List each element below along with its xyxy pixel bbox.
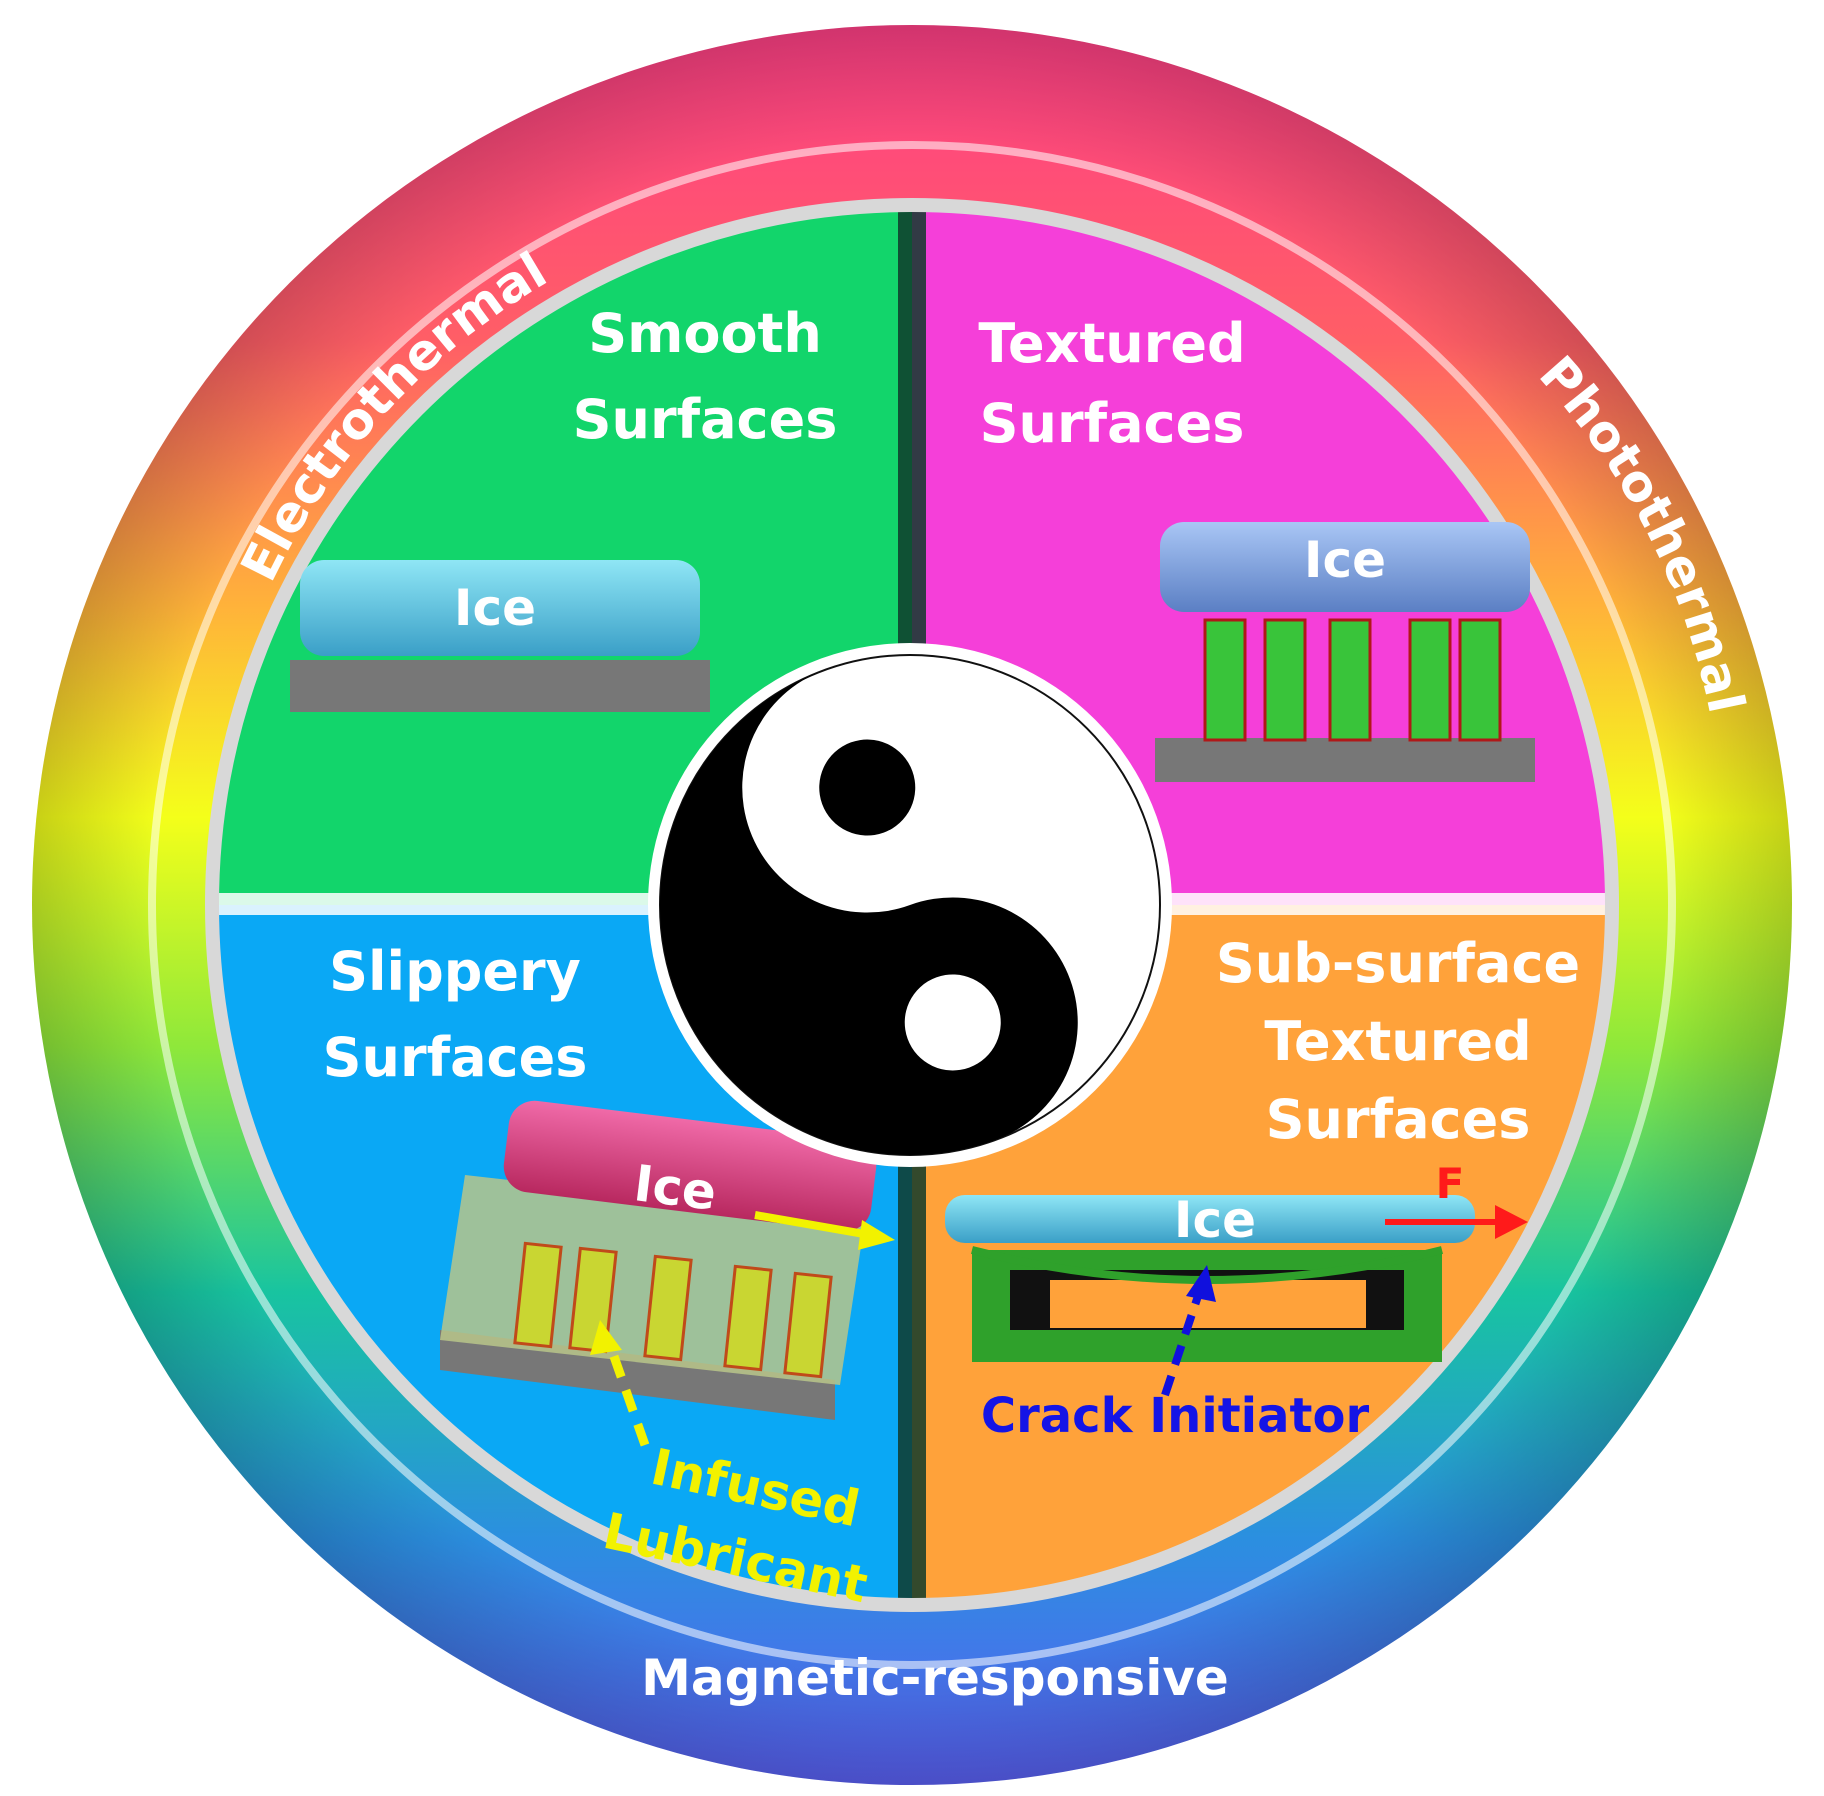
slippery-title-line1: Slippery <box>329 940 581 1003</box>
subsurface-title-line2: Textured <box>1264 1010 1531 1073</box>
force-label: F <box>1436 1159 1465 1208</box>
textured-title-line1: Textured <box>978 312 1245 375</box>
textured-ice-block <box>1160 522 1530 612</box>
smooth-title-line2: Surfaces <box>573 388 838 451</box>
subsurface-title-line1: Sub-surface <box>1216 932 1580 995</box>
force-arrow <box>1385 1205 1528 1239</box>
smooth-ice-illustration: Ice <box>290 560 710 712</box>
crack-initiator-label: Crack Initiator <box>981 1388 1370 1444</box>
slip-direction-arrow <box>754 1211 895 1250</box>
smooth-substrate <box>290 660 710 712</box>
subsurface-ice-label: Ice <box>1174 1191 1256 1249</box>
textured-pillars <box>1203 618 1502 742</box>
slippery-substrate <box>440 1330 835 1420</box>
lubricant-pointer-arrow <box>590 1320 650 1447</box>
smooth-ice-block <box>300 560 700 656</box>
yin-yang-icon <box>648 643 1172 1167</box>
textured-ice-label: Ice <box>1304 531 1386 589</box>
subsurface-ice-illustration: Ice F Crack Initiator <box>945 1159 1528 1444</box>
subsurface-ice-block <box>945 1195 1475 1243</box>
slippery-ice-label: Ice <box>631 1154 720 1222</box>
textured-ice-illustration: Ice <box>1155 522 1535 782</box>
magnetic-responsive-label: Magnetic-responsive <box>641 1649 1229 1707</box>
slippery-pillars <box>513 1241 833 1379</box>
crack-initiator-arrow <box>1161 1265 1216 1397</box>
subsurface-title-line3: Surfaces <box>1266 1088 1531 1151</box>
smooth-ice-label: Ice <box>454 579 536 637</box>
textured-title-line2: Surfaces <box>980 392 1245 455</box>
textured-substrate <box>1155 738 1535 782</box>
smooth-title-line1: Smooth <box>588 302 822 365</box>
slippery-title-line2: Surfaces <box>323 1026 588 1089</box>
